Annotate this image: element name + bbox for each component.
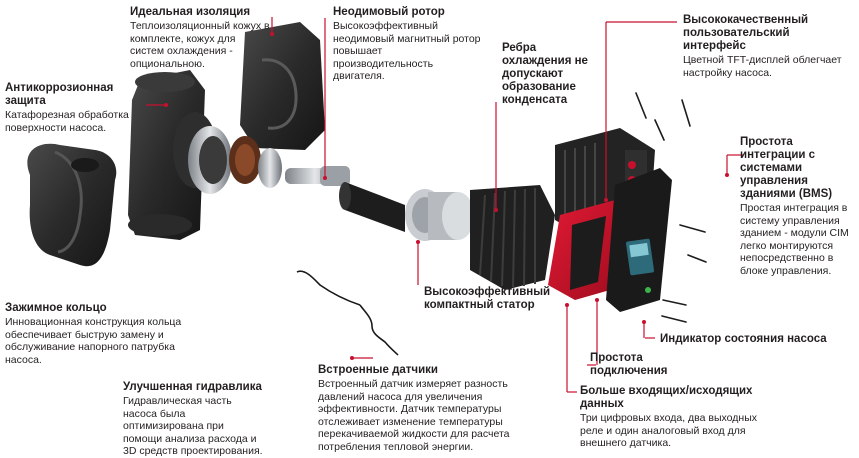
- insulation-desc: Теплоизоляционный кожух в комплекте, кож…: [130, 20, 270, 70]
- insulation-half-left-part: [27, 143, 117, 267]
- clamp-ring-title: Зажимное кольцо: [5, 302, 107, 314]
- callout-clamp-ring: Зажимное кольцо Инновационная конструкци…: [5, 302, 210, 366]
- callout-status: Индикатор состояния насоса: [660, 333, 840, 346]
- callout-cooling-ribs: Ребра охлаждения не допускают образовани…: [502, 42, 602, 107]
- io-desc: Три цифровых входа, два выходных реле и …: [580, 412, 757, 449]
- callout-stator: Высокоэффективный компактный статор: [424, 286, 551, 312]
- callout-hydraulics: Улучшенная гидравлика Гидравлическая час…: [123, 381, 263, 458]
- cooling-ribs-title: Ребра охлаждения не допускают образовани…: [502, 42, 588, 106]
- callout-io: Больше входящих/исходящих данных Три циф…: [580, 385, 780, 450]
- callout-connection: Простота подключения: [590, 352, 670, 378]
- hydraulics-title: Улучшенная гидравлика: [123, 381, 262, 393]
- stator-part: [405, 189, 474, 241]
- callout-insulation-body: Идеальная изоляция Теплоизоляционный кож…: [130, 6, 272, 70]
- motor-cooling-ribs-part: [470, 185, 555, 290]
- bms-desc: Простая интеграция в систему управления …: [740, 202, 849, 277]
- stator-title: Высокоэффективный компактный статор: [424, 286, 551, 311]
- callout-ui: Высококачественный пользовательский инте…: [683, 14, 843, 79]
- sensors-title: Встроенные датчики: [318, 364, 438, 376]
- rotor-title: Неодимовый ротор: [333, 6, 445, 18]
- status-title: Индикатор состояния насоса: [660, 333, 827, 345]
- front-cover-part: [606, 168, 672, 312]
- screws-part: [635, 92, 707, 323]
- callout-sensors: Встроенные датчики Встроенный датчик изм…: [318, 364, 553, 453]
- ui-title: Высококачественный пользовательский инте…: [683, 14, 809, 52]
- anticorrosion-desc: Катафорезная обработка поверхности насос…: [5, 109, 129, 134]
- rotor-can-part: [339, 182, 405, 232]
- io-title: Больше входящих/исходящих данных: [580, 385, 753, 410]
- callout-anticorrosion: Антикоррозионная защита Катафорезная обр…: [5, 82, 145, 134]
- impeller-part: [229, 136, 282, 188]
- ui-desc: Цветной TFT-дисплей облегчает настройку …: [683, 54, 842, 79]
- rotor-desc: Высокоэффективный неодимовый магнитный р…: [333, 20, 481, 82]
- rotor-shaft-part: [285, 166, 350, 186]
- sensor-cable-part: [296, 270, 399, 356]
- exploded-pump-illustration: [27, 17, 743, 393]
- leader-lines: [146, 17, 743, 393]
- clamp-ring-desc: Инновационная конструкция кольца обеспеч…: [5, 316, 182, 366]
- pump-housing-part: [128, 70, 232, 240]
- callout-bms: Простота интеграции с системами управлен…: [740, 136, 855, 277]
- red-frame-part: [548, 200, 625, 300]
- insulation-half-top-part: [240, 22, 325, 150]
- callout-rotor: Неодимовый ротор Высокоэффективный неоди…: [333, 6, 483, 83]
- anticorrosion-title: Антикоррозионная защита: [5, 82, 114, 107]
- bms-title: Простота интеграции с системами управлен…: [740, 136, 833, 200]
- hydraulics-desc: Гидравлическая часть насоса была оптимиз…: [123, 395, 263, 457]
- sensors-desc: Встроенный датчик измеряет разность давл…: [318, 378, 510, 453]
- connection-title: Простота подключения: [590, 352, 668, 377]
- insulation-title: Идеальная изоляция: [130, 6, 251, 18]
